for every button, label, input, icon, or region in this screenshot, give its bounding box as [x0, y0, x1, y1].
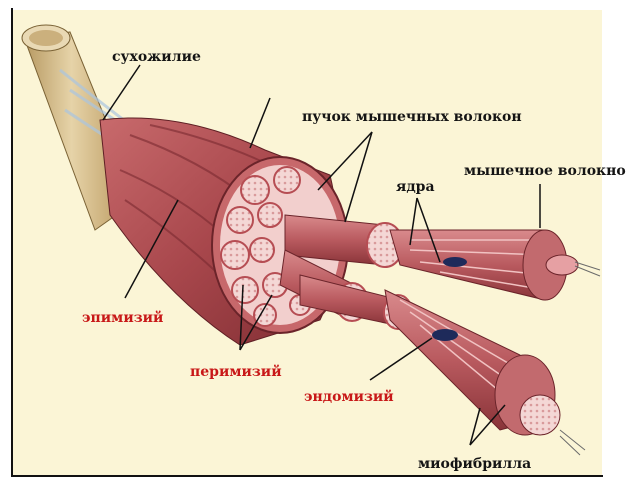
label-nuclei: ядра: [396, 180, 435, 194]
label-endomysium: эндомизий: [304, 390, 394, 404]
label-fiber-bundle: пучок мышечных волокон: [302, 110, 522, 124]
label-muscle-fiber: мышечное волокно: [464, 164, 626, 178]
label-epimysium: эпимизий: [82, 311, 163, 325]
muscle-fiber-upper: [390, 230, 600, 300]
label-tendon: сухожилие: [112, 50, 201, 64]
label-myofibril: миофибрилла: [418, 457, 531, 471]
muscle-fiber-lower: [385, 290, 585, 455]
label-perimysium: перимизий: [190, 365, 282, 379]
